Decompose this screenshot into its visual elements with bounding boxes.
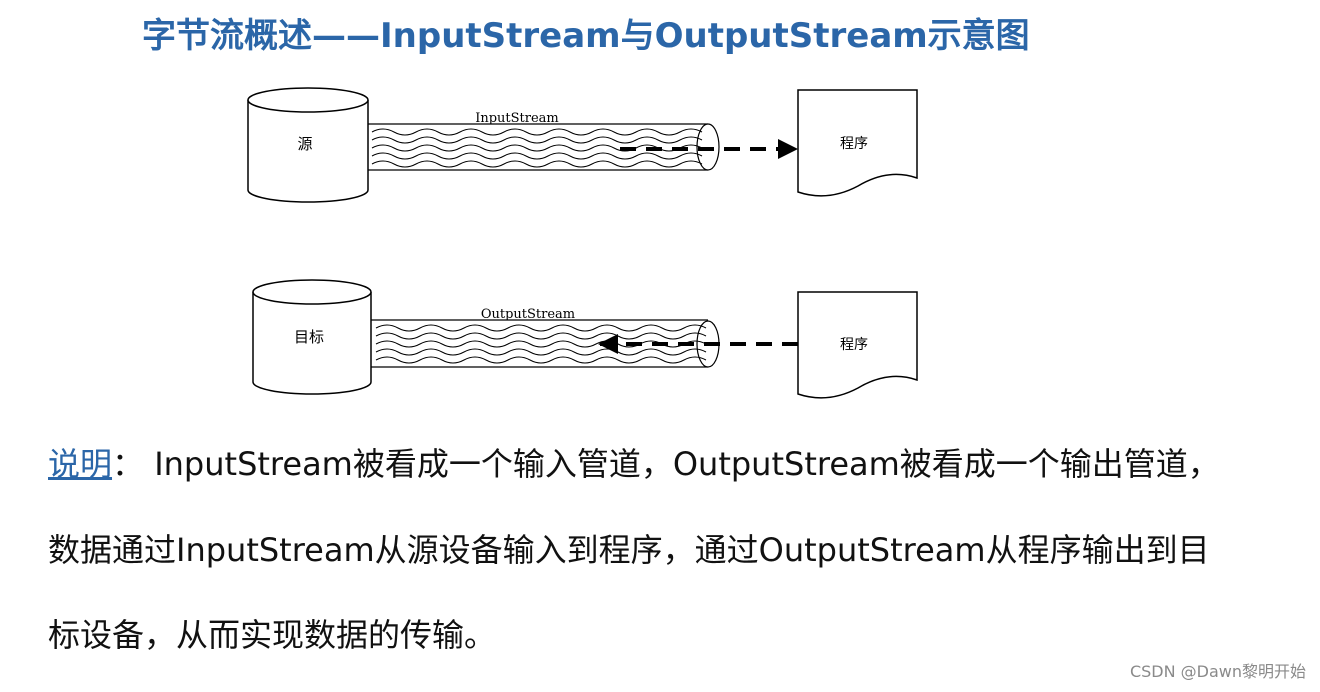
explanation-line-1: 说明： InputStream被看成一个输入管道，OutputStream被看成…	[48, 444, 1220, 484]
page-title: 字节流概述——InputStream与OutputStream示意图	[142, 16, 1030, 56]
explanation-line-2: 数据通过InputStream从源设备输入到程序，通过OutputStream从…	[48, 531, 1210, 569]
explanation-lead: 说明	[48, 445, 113, 483]
explanation-line-3: 标设备，从而实现数据的传输。	[48, 616, 497, 654]
input-pipe	[368, 123, 720, 171]
explanation-sep: ：	[112, 445, 145, 483]
target-cylinder	[252, 279, 372, 395]
program-label: 程序	[840, 136, 868, 152]
data-waves	[371, 128, 703, 168]
output-stream-diagram: 目标 OutputStream 程序	[252, 279, 918, 399]
data-waves	[375, 324, 707, 364]
program-document	[797, 89, 918, 197]
output-pipe	[371, 319, 720, 368]
output-stream-label: OutputStream	[481, 307, 575, 322]
program-document	[797, 291, 918, 399]
input-stream-diagram: 源 InputStream 程序	[247, 87, 918, 203]
target-label: 目标	[294, 328, 324, 346]
program-label: 程序	[840, 337, 868, 353]
input-stream-label: InputStream	[475, 111, 559, 126]
source-label: 源	[297, 135, 312, 153]
explanation-text-1: InputStream被看成一个输入管道，OutputStream被看成一个输出…	[154, 445, 1220, 483]
source-cylinder	[247, 87, 369, 203]
watermark: CSDN @Dawn黎明开始	[1129, 662, 1306, 681]
